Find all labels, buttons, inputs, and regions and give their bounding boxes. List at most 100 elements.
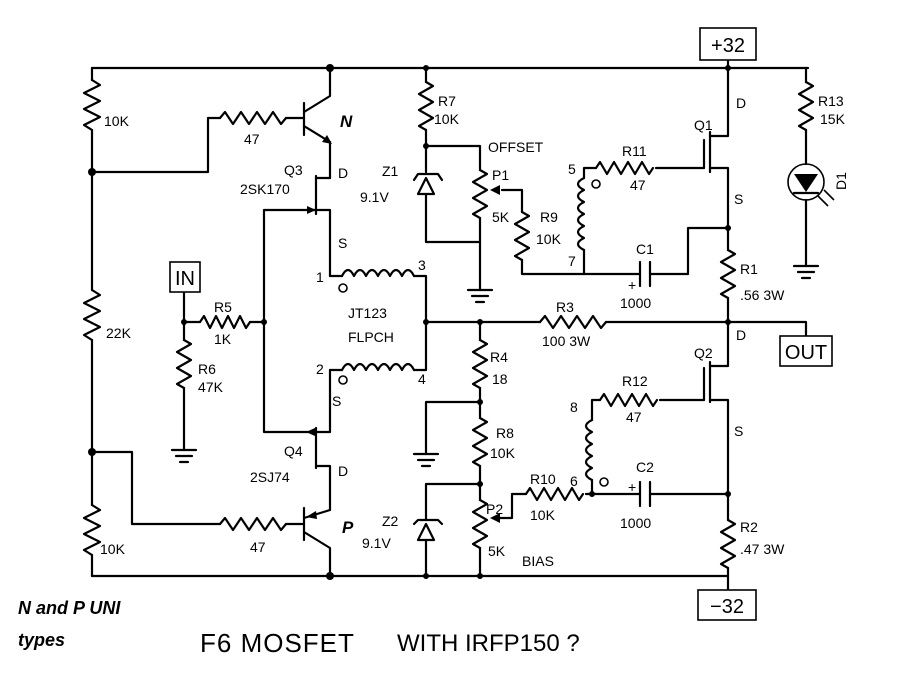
- label-q3-part: 2SK170: [240, 181, 290, 197]
- label-r5: R5: [214, 299, 232, 315]
- label-pin1: 1: [316, 269, 324, 285]
- label-r6-value: 47K: [198, 379, 224, 395]
- output-line-right: [604, 320, 808, 338]
- label-r10: R10: [530, 471, 556, 487]
- label-r12: R12: [622, 373, 648, 389]
- q4-drain-lead: [314, 464, 332, 512]
- in-lead: [182, 290, 202, 324]
- label-n-type: N: [340, 112, 353, 131]
- label-pin3: 3: [418, 257, 426, 273]
- junction: [423, 65, 429, 71]
- label-r2-value: .47 3W: [740, 541, 785, 557]
- potentiometer-p1: [471, 168, 489, 220]
- label-q3-source: S: [338, 235, 347, 251]
- label-q3: Q3: [284, 162, 303, 178]
- resistor-r13: [797, 80, 815, 132]
- junction: [477, 573, 483, 579]
- label-pin6: 6: [570, 473, 578, 489]
- label-c2-plus: +: [628, 479, 636, 495]
- svg-text:OUT: OUT: [785, 342, 827, 364]
- p-bjt-emitter-arrow: [306, 511, 317, 519]
- potentiometer-p2: [471, 498, 489, 550]
- note-line-2: types: [18, 630, 66, 650]
- label-c2: C2: [636, 459, 654, 475]
- pin3-lead: [412, 274, 428, 324]
- label-r-10k-bottom: 10K: [100, 541, 126, 557]
- p2-wiper: [496, 492, 528, 520]
- p1-wiper-arrow: [490, 185, 500, 195]
- resistor-r6: [175, 338, 193, 390]
- label-flpch: FLPCH: [348, 329, 394, 345]
- p-bjt-collector: [302, 530, 332, 578]
- zener-z1-body: [416, 176, 436, 196]
- svg-text:+32: +32: [711, 35, 745, 57]
- resistor-r8: [471, 416, 489, 468]
- zener-z1-bar: [412, 172, 444, 182]
- label-q4: Q4: [284, 443, 303, 459]
- resistor-47-p: [218, 516, 288, 532]
- resistor-r2: [719, 518, 737, 570]
- pin4-lead: [412, 320, 428, 372]
- winding-bottom: [340, 362, 416, 372]
- winding-8-6: [584, 418, 594, 482]
- label-r13-value: 15K: [820, 111, 846, 127]
- label-q1: Q1: [694, 117, 713, 133]
- r9-to-pin7: [520, 258, 586, 276]
- resistor-10k-bottom: [82, 503, 102, 557]
- label-pin7: 7: [568, 253, 576, 269]
- q3-gate-arrow: [307, 206, 316, 214]
- led-d1-triangle: [794, 174, 818, 192]
- label-p2: P2: [486, 501, 503, 517]
- junction: [725, 225, 731, 231]
- svg-text:−32: −32: [710, 596, 744, 618]
- resistor-r10: [524, 486, 585, 502]
- label-r-47-p: 47: [250, 539, 266, 555]
- output-box: OUT: [779, 335, 833, 367]
- svg-text:IN: IN: [175, 268, 195, 290]
- junction: [423, 319, 429, 325]
- label-r10-value: 10K: [530, 507, 556, 523]
- neg-supply-box: −32: [697, 589, 757, 621]
- label-pin4: 4: [418, 371, 426, 387]
- label-q3-drain: D: [338, 165, 348, 181]
- ground-symbol: [466, 288, 494, 304]
- label-pin5: 5: [568, 161, 576, 177]
- label-r9: R9: [540, 209, 558, 225]
- label-bias: BIAS: [522, 553, 554, 569]
- q4-source-lead: [314, 368, 332, 434]
- label-r-10k-top: 10K: [104, 113, 130, 129]
- resistor-r3: [538, 314, 608, 330]
- label-r5-value: 1K: [214, 331, 232, 347]
- resistor-r1: [719, 248, 737, 300]
- z2-top-wire: [424, 482, 482, 522]
- winding-dot-bottom: [338, 375, 348, 385]
- label-r12-value: 47: [626, 409, 642, 425]
- label-c1: C1: [636, 241, 654, 257]
- ground-symbol: [412, 452, 440, 468]
- label-offset: OFFSET: [488, 139, 544, 155]
- resistor-r5: [198, 314, 252, 330]
- label-z2: Z2: [382, 513, 399, 529]
- p1-top-wire: [424, 144, 482, 172]
- resistor-47-n: [218, 110, 288, 126]
- q2-drain: [708, 320, 730, 368]
- input-box: IN: [169, 261, 201, 293]
- zener-z2-bar: [412, 518, 444, 526]
- p-base-bias-wire: [90, 450, 222, 526]
- led-emission: [817, 189, 835, 207]
- label-r13: R13: [818, 93, 844, 109]
- label-z2-value: 9.1V: [362, 535, 391, 551]
- c1-right-lead: [648, 226, 730, 276]
- label-z1: Z1: [382, 163, 399, 179]
- label-q4-part: 2SJ74: [250, 469, 290, 485]
- label-r7: R7: [438, 93, 456, 109]
- z1-to-p1-bottom: [424, 192, 482, 244]
- label-r8: R8: [496, 425, 514, 441]
- label-r-47-n: 47: [244, 131, 260, 147]
- label-r3: R3: [556, 299, 574, 315]
- p1-wiper: [500, 188, 524, 214]
- label-r8-value: 10K: [490, 445, 516, 461]
- label-c1-value: 1000: [620, 295, 651, 311]
- q3-gate-wire: [262, 208, 318, 324]
- label-r11: R11: [622, 143, 647, 159]
